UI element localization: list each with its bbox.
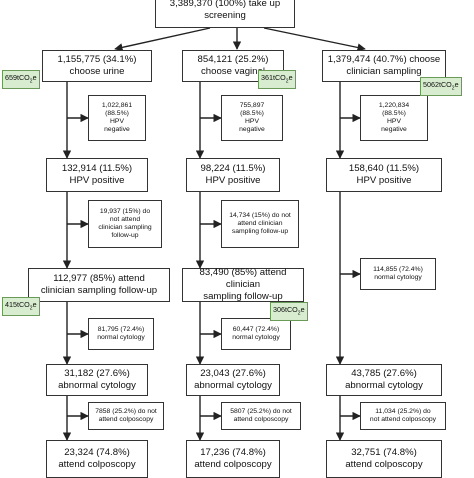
urine-choose-co2-badge: 659tCO2e [2, 70, 40, 90]
clinician-not-attend-colposcopy-box-line-2: not attend colposcopy [369, 416, 437, 423]
vaginal-attend-colposcopy-box: 17,236 (74.8%)attend colposcopy [186, 440, 280, 478]
urine-normal-cytology-box-line-2: normal cytology [97, 334, 145, 341]
clinician-hpv-negative-box-line-3: HPV [387, 118, 401, 125]
vaginal-attend-followup-box-line-1: 83,490 (85%) attend clinician [199, 267, 287, 290]
urine-not-attend-followup-box-line-2: not attend [109, 215, 141, 223]
vaginal-choose-box-line-2: choose vaginal [200, 66, 265, 77]
vaginal-choose-co2-badge: 361tCO2e [258, 70, 296, 90]
vaginal-not-attend-followup-box-line-3: sampling follow-up [231, 228, 289, 236]
vaginal-attend-colposcopy-box-line-1: 17,236 (74.8%) [200, 447, 266, 458]
vaginal-not-attend-colposcopy-box-line-1: 5807 (25.2%) do not [230, 407, 292, 415]
urine-normal-cytology-box-line-1: 81,795 (72.4%) [97, 325, 145, 333]
urine-abnormal-cytology-box: 31,182 (27.6%)abnormal cytology [46, 364, 148, 396]
urine-not-attend-followup-box-line-3: clinician sampling [98, 224, 152, 231]
clinician-abnormal-cytology-box-line-2: abnormal cytology [345, 380, 423, 391]
top-screening-box-line-1: 3,389,370 (100%) take up [169, 0, 281, 9]
vaginal-normal-cytology-box-line-2: normal cytology [232, 334, 280, 341]
urine-attend-colposcopy-box-line-1: 23,324 (74.8%) [64, 447, 130, 458]
clinician-attend-colposcopy-box-line-1: 32,751 (74.8%) [351, 447, 417, 458]
vaginal-not-attend-followup-box-line-1: 14,734 (15%) do not [229, 211, 291, 219]
urine-hpv-negative-box-line-4: negative [104, 126, 130, 134]
clinician-not-attend-colposcopy-box-line-1: 11,034 (25.2%) do [375, 407, 431, 415]
clinician-hpv-negative-box-line-2: (88.5%) [382, 109, 406, 117]
urine-attend-followup-box-line-2: clinician sampling follow-up [40, 285, 158, 296]
clinician-hpv-negative-box-line-4: negative [381, 126, 407, 134]
vaginal-attend-followup-co2-badge: 306tCO2e [270, 302, 308, 322]
urine-hpv-positive-box-line-2: HPV positive [69, 175, 125, 186]
vaginal-hpv-positive-box: 98,224 (11.5%)HPV positive [186, 158, 280, 192]
vaginal-abnormal-cytology-box-line-2: abnormal cytology [194, 380, 272, 391]
vaginal-hpv-negative-box-line-1: 755,897 [239, 101, 265, 109]
urine-attend-colposcopy-box: 23,324 (74.8%)attend colposcopy [46, 440, 148, 478]
urine-hpv-positive-box-line-1: 132,914 (11.5%) [61, 163, 133, 174]
urine-attend-colposcopy-box-line-2: attend colposcopy [58, 459, 136, 470]
vaginal-abnormal-cytology-box-line-1: 23,043 (27.6%) [200, 368, 266, 379]
urine-not-attend-colposcopy-box-line-1: 7858 (25.2%) do not [95, 407, 157, 415]
vaginal-attend-colposcopy-box-line-2: attend colposcopy [194, 459, 272, 470]
clinician-attend-colposcopy-box-line-2: attend colposcopy [345, 459, 423, 470]
clinician-abnormal-cytology-box-line-1: 43,785 (27.6%) [351, 368, 417, 379]
urine-attend-followup-box-line-1: 112,977 (85%) attend [53, 273, 145, 284]
vaginal-hpv-positive-box-line-2: HPV positive [205, 175, 261, 186]
clinician-abnormal-cytology-box: 43,785 (27.6%)abnormal cytology [326, 364, 442, 396]
vaginal-normal-cytology-box: 60,447 (72.4%)normal cytology [221, 318, 291, 350]
top-screening-box-line-2: screening [204, 10, 246, 21]
urine-abnormal-cytology-box-line-2: abnormal cytology [58, 380, 136, 391]
urine-abnormal-cytology-box-line-1: 31,182 (27.6%) [64, 368, 130, 379]
vaginal-attend-followup-box-line-2: sampling follow-up [203, 291, 283, 302]
clinician-normal-cytology-box-line-1: 114,855 (72.4%) [373, 265, 423, 273]
urine-choose-box: 1,155,775 (34.1%)choose urine [42, 50, 152, 82]
urine-hpv-negative-box-line-1: 1,022,861 [101, 101, 133, 109]
vaginal-not-attend-followup-box-line-2: attend clinician [237, 219, 283, 227]
clinician-hpv-positive-box-line-1: 158,640 (11.5%) [348, 163, 420, 174]
clinician-hpv-positive-box-line-2: HPV positive [356, 175, 412, 186]
urine-normal-cytology-box: 81,795 (72.4%)normal cytology [88, 318, 154, 350]
clinician-normal-cytology-box: 114,855 (72.4%)normal cytology [360, 258, 436, 290]
arrow-top-to-urine [114, 27, 211, 52]
vaginal-hpv-negative-box-line-2: (88.5%) [240, 109, 264, 117]
clinician-attend-colposcopy-box: 32,751 (74.8%)attend colposcopy [326, 440, 442, 478]
urine-hpv-negative-box-line-3: HPV [110, 118, 124, 125]
arrow-top-to-clinician [263, 27, 366, 52]
vaginal-normal-cytology-box-line-1: 60,447 (72.4%) [232, 325, 280, 333]
urine-not-attend-followup-box-line-4: follow-up [111, 232, 139, 240]
urine-not-attend-colposcopy-box-line-2: attend colposcopy [98, 416, 154, 423]
vaginal-hpv-negative-box-line-4: negative [239, 126, 265, 134]
urine-choose-box-line-1: 1,155,775 (34.1%) [57, 54, 137, 65]
clinician-hpv-positive-box: 158,640 (11.5%)HPV positive [326, 158, 442, 192]
urine-not-attend-followup-box-line-1: 19,937 (15%) do [99, 207, 151, 215]
urine-hpv-negative-box-line-2: (88.5%) [105, 109, 129, 117]
clinician-normal-cytology-box-line-2: normal cytology [374, 274, 422, 281]
clinician-choose-box-line-2: clinician sampling [346, 66, 422, 77]
urine-attend-followup-co2-badge: 415tCO2e [2, 297, 40, 317]
vaginal-choose-box-line-1: 854,121 (25.2%) [197, 54, 269, 65]
vaginal-hpv-negative-box-line-3: HPV [245, 118, 259, 125]
clinician-hpv-negative-box-line-1: 1,220,834 [378, 101, 410, 109]
clinician-choose-box-line-1: 1,379,474 (40.7%) choose [327, 54, 441, 65]
urine-choose-box-line-2: choose urine [69, 66, 125, 77]
vaginal-hpv-positive-box-line-1: 98,224 (11.5%) [200, 163, 266, 174]
vaginal-not-attend-colposcopy-box-line-2: attend colposcopy [233, 416, 289, 423]
vaginal-abnormal-cytology-box: 23,043 (27.6%)abnormal cytology [186, 364, 280, 396]
urine-hpv-positive-box: 132,914 (11.5%)HPV positive [46, 158, 148, 192]
vaginal-choose-box: 854,121 (25.2%)choose vaginal [182, 50, 284, 82]
clinician-choose-co2-badge: 5062tCO2e [420, 77, 462, 97]
